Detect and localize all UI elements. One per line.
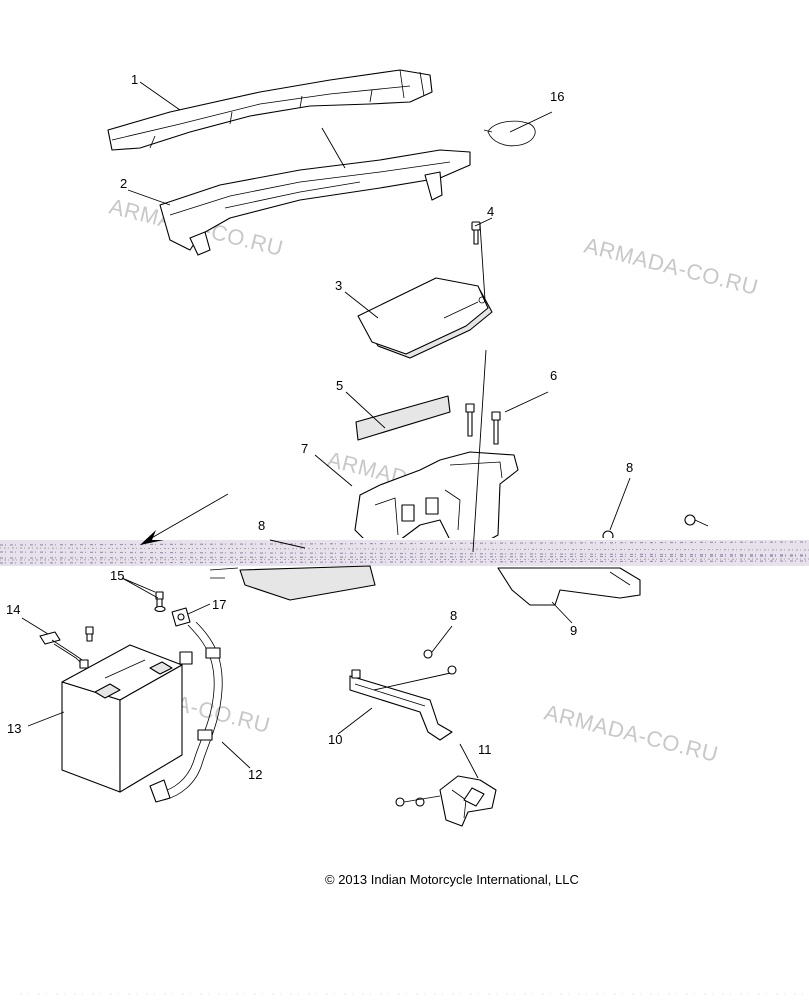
callout-11: 11 [478,742,492,757]
part-5-strip [355,395,451,441]
part-13-battery [61,644,183,793]
part-1-cover [107,69,433,151]
part-8-fasteners [602,514,709,542]
callout-4: 4 [487,204,494,219]
callout-15: 15 [110,568,124,583]
noise-band [0,538,809,568]
callout-6: 6 [550,368,557,383]
callout-8b: 8 [258,518,265,533]
part-8-tray [209,565,376,601]
copyright-notice: © 2013 Indian Motorcycle International, … [325,872,579,887]
part-12-cable [149,621,223,803]
callout-2: 2 [120,176,127,191]
pointer-arrow [140,493,229,545]
callout-8c: 8 [450,608,457,623]
callout-17: 17 [212,597,226,612]
part-14-cable [39,631,89,669]
callout-7: 7 [301,441,308,456]
part-3-plate [357,277,493,359]
callout-3: 3 [335,278,342,293]
part-6-bolts [465,403,501,445]
part-2-channel [159,149,471,256]
part-10-tray [349,649,457,741]
callout-10: 10 [328,732,342,747]
callout-1: 1 [131,72,138,87]
callouts: 1 2 3 4 5 6 7 8 8 8 9 10 11 12 13 14 15 … [6,72,633,782]
leader-lines [21,81,631,779]
part-9-lower-bracket [497,567,641,606]
part-16-clamp [483,120,536,147]
part-15-screws [85,591,166,642]
callout-5: 5 [336,378,343,393]
watermark-2: ARMADA-CO.RU [582,233,761,300]
callout-9: 9 [570,623,577,638]
callout-12: 12 [248,767,262,782]
part-11-clip [395,775,497,827]
callout-14: 14 [6,602,20,617]
callout-13: 13 [7,721,21,736]
callout-16: 16 [550,89,564,104]
part-17-fitting [171,607,191,627]
part-7-bracket [354,451,519,546]
watermark-5: ARMADA-CO.RU [542,700,721,767]
callout-8a: 8 [626,460,633,475]
